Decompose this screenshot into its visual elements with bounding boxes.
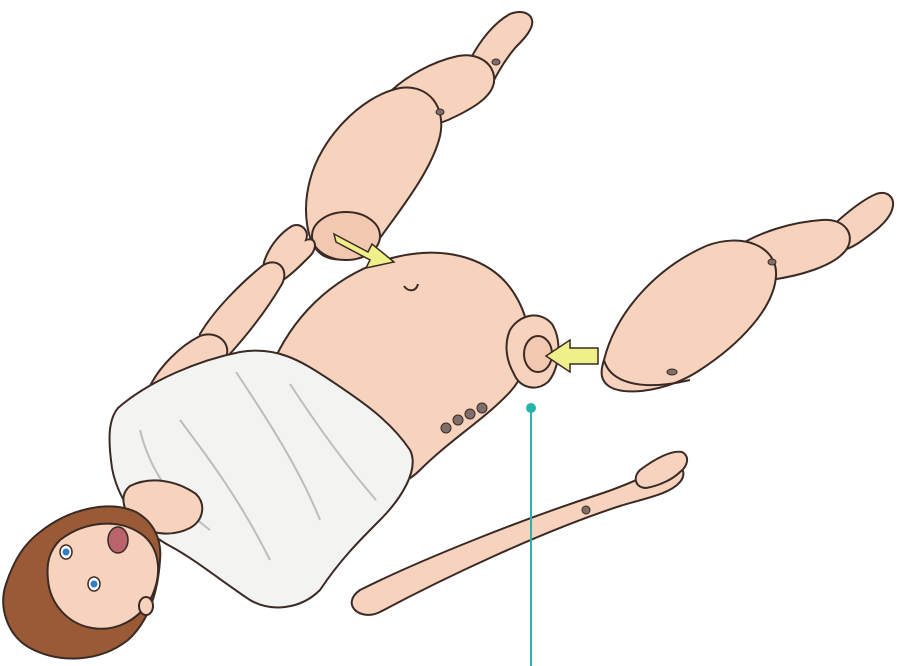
extended-arm-port	[582, 506, 590, 514]
lower-leg-knee-port	[768, 259, 776, 265]
abdomen-port-1	[465, 409, 475, 419]
callout-dot	[526, 403, 536, 413]
head	[3, 480, 202, 658]
lower-leg-port	[667, 369, 677, 375]
lower-leg-thigh	[602, 241, 776, 392]
abdomen-port-4	[441, 423, 451, 433]
abdomen-port-3	[453, 415, 463, 425]
abdomen-port-2	[477, 403, 487, 413]
lower-leg-part	[602, 193, 893, 391]
ear	[139, 597, 153, 615]
right-eye-iris	[91, 581, 98, 588]
upper-leg-part	[306, 12, 532, 260]
mouth	[108, 527, 128, 553]
upper-leg-knee-port	[436, 109, 444, 115]
upper-leg-ankle-port	[492, 59, 500, 65]
left-eye-iris	[63, 549, 70, 556]
